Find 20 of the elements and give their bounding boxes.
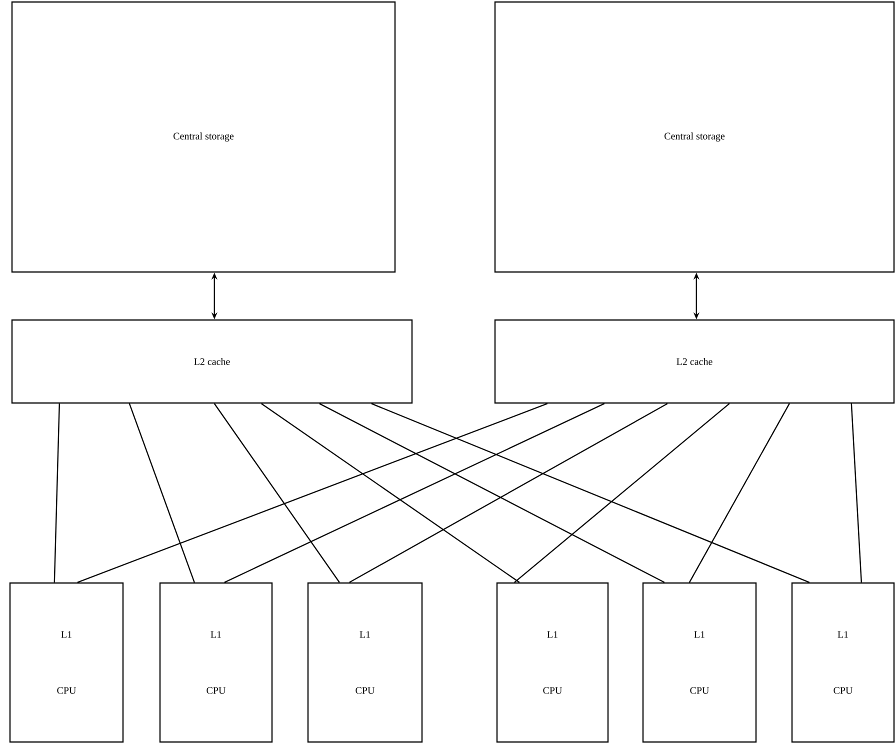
cpu-box: L1 CPU: [307, 582, 423, 743]
cpu-box: L1 CPU: [496, 582, 609, 743]
connector-line: [688, 403, 790, 583]
cpu-box: L1 CPU: [642, 582, 757, 743]
cpu-box: L1 CPU: [9, 582, 124, 743]
cache-box: L2 cache: [494, 319, 895, 404]
connector-line: [77, 403, 548, 583]
connector-line: [214, 403, 340, 583]
cpu-box: L1 CPU: [791, 582, 895, 743]
connector-line: [54, 404, 60, 582]
storage-box: Central storage: [11, 1, 396, 273]
connector-line: [224, 403, 605, 583]
connector-line: [371, 403, 810, 583]
connector-line: [261, 403, 520, 583]
storage-box: Central storage: [494, 1, 895, 273]
cpu-box: L1 CPU: [159, 582, 273, 743]
connector-line: [128, 403, 195, 583]
connector-line: [850, 404, 862, 582]
cache-box: L2 cache: [11, 319, 413, 404]
connector-line: [514, 403, 730, 583]
